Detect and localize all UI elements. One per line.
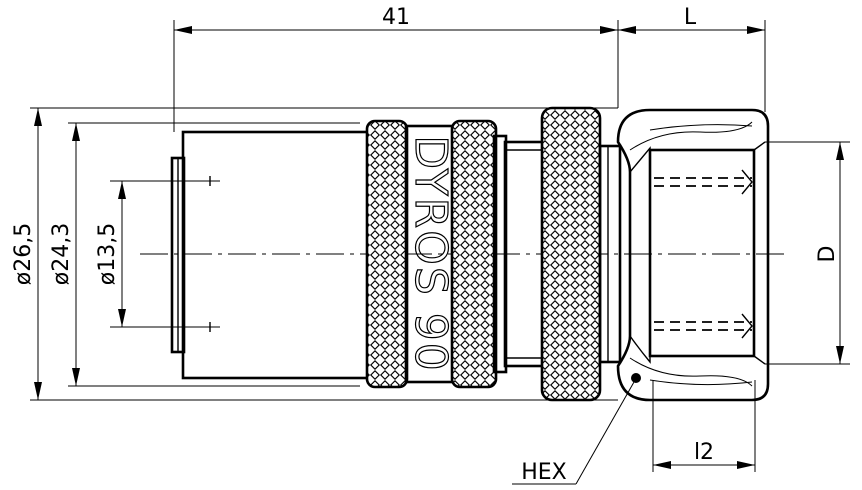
dimension-L: [618, 26, 765, 34]
knurled-ring-2: [450, 119, 498, 389]
brand-engraving: DYROS 90: [405, 135, 456, 372]
dimension-D: [836, 142, 844, 364]
dimension-dia-outer: [34, 108, 42, 400]
front-sleeve: [181, 130, 371, 380]
dimension-dia-bore: [118, 181, 126, 327]
dim-text-L: L: [684, 5, 697, 30]
extension-lines: [30, 20, 850, 472]
dimension-41: [174, 26, 618, 34]
dim-text-41: 41: [382, 5, 410, 30]
hex-nut: [616, 108, 770, 402]
collar: [598, 144, 622, 364]
knurled-ring-1: [365, 119, 409, 389]
dim-text-dia-outer: ø26,5: [11, 223, 36, 285]
dim-text-dia-bore: ø13,5: [95, 223, 120, 285]
hex-leader: [512, 373, 641, 485]
knurled-ring-3: [540, 106, 602, 402]
hex-label: HEX: [521, 460, 567, 485]
dimension-dia-body: [72, 123, 80, 386]
dim-text-D: D: [815, 246, 840, 263]
dim-text-dia-body: ø24,3: [49, 223, 74, 285]
engraved-body: DYROS 90: [404, 124, 457, 384]
dimension-l2: [653, 461, 755, 469]
dim-text-l2: l2: [694, 440, 714, 465]
